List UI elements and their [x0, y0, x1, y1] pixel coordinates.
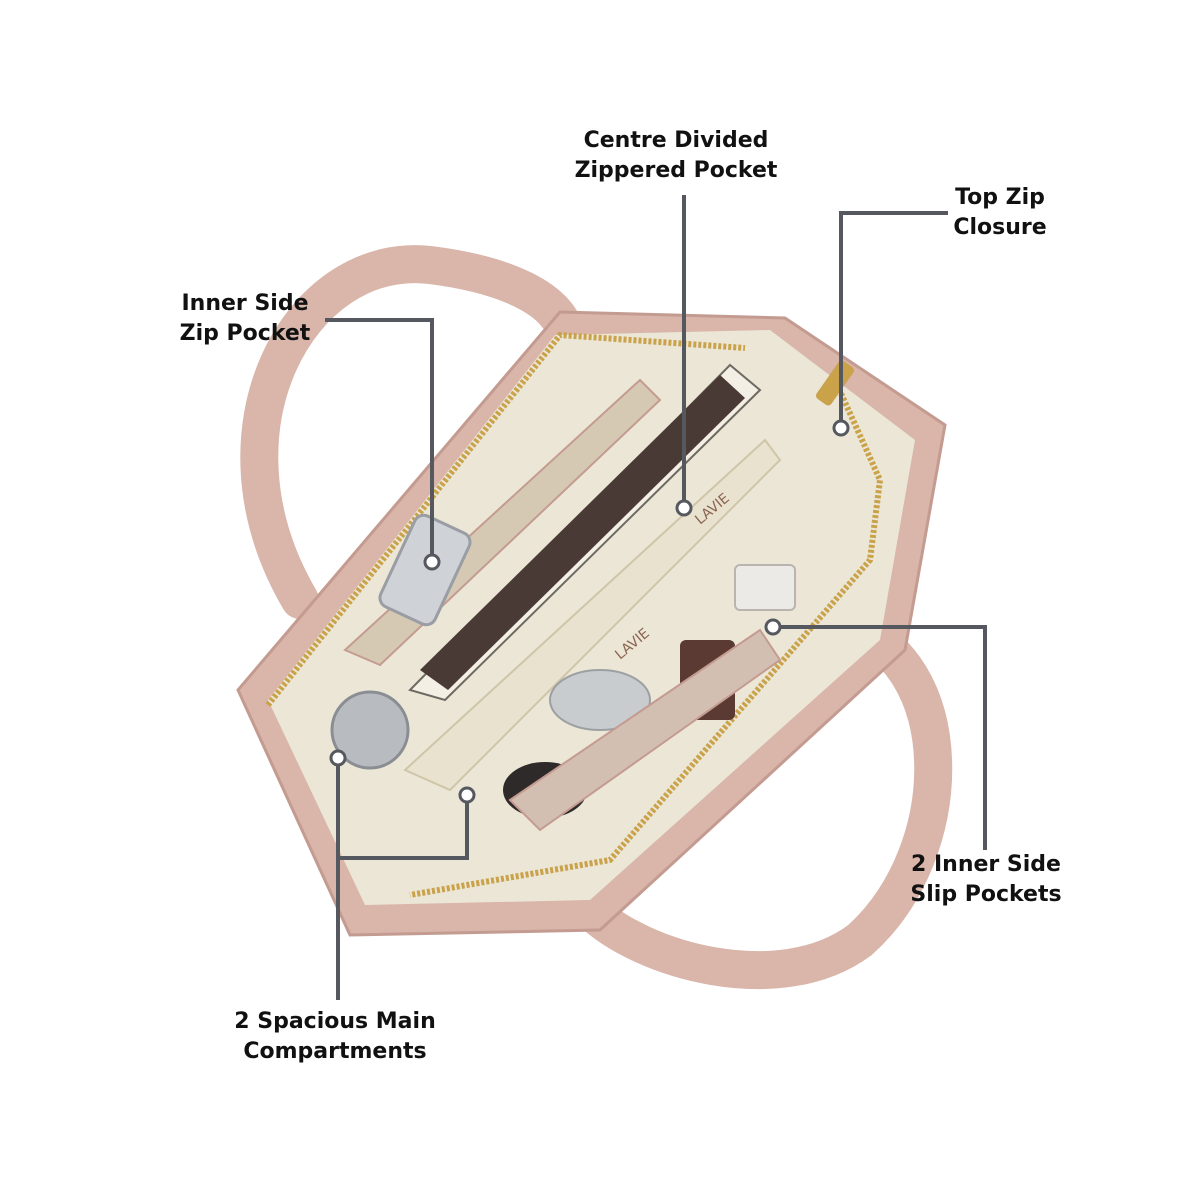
zip-pull — [816, 360, 854, 406]
dot-centre-pocket — [675, 499, 693, 517]
dot-inner-side-zip — [423, 553, 441, 571]
centre-pocket — [403, 438, 782, 792]
diary-cover — [420, 375, 745, 690]
slip-pocket — [508, 628, 782, 832]
callout-inner-side-zip: Inner Side Zip Pocket — [170, 289, 320, 349]
dot-main-compartment-1 — [329, 749, 347, 767]
phone — [378, 513, 472, 627]
callout-slip-pockets-line1: 2 Inner Side — [911, 852, 1061, 877]
jar — [549, 669, 651, 731]
callout-main-compartments-line1: 2 Spacious Main — [234, 1009, 436, 1034]
callout-top-zip-line2: Closure — [953, 215, 1047, 240]
leader-top-zip — [839, 211, 948, 428]
callout-centre-pocket-line2: Zippered Pocket — [574, 158, 778, 183]
dot-slip-pockets — [764, 618, 782, 636]
top-handle — [240, 245, 584, 619]
charger — [734, 564, 796, 611]
callout-centre-pocket-line1: Centre Divided — [583, 128, 769, 153]
callout-slip-pockets: 2 Inner Side Slip Pockets — [898, 850, 1074, 910]
dot-top-zip — [832, 419, 850, 437]
leader-lines — [325, 195, 987, 1000]
callout-inner-side-zip-line1: Inner Side — [181, 291, 309, 316]
leader-main-compartments-join — [338, 795, 469, 860]
callout-centre-pocket: Centre Divided Zippered Pocket — [560, 126, 792, 186]
top-zipper — [265, 331, 746, 707]
bottom-handle — [571, 606, 953, 989]
callout-inner-side-zip-line2: Zip Pocket — [179, 321, 311, 346]
leader-dots — [329, 419, 850, 804]
callout-top-zip-line1: Top Zip — [955, 185, 1045, 210]
water-bottle — [330, 690, 410, 770]
leader-slip-pockets — [773, 625, 987, 850]
side-zipper — [409, 378, 884, 898]
callout-slip-pockets-line2: Slip Pockets — [910, 882, 1062, 907]
callout-top-zip: Top Zip Closure — [940, 183, 1060, 243]
leader-inner-side-zip — [325, 318, 434, 562]
callout-main-compartments: 2 Spacious Main Compartments — [220, 1007, 450, 1067]
dot-main-compartment-2 — [458, 786, 476, 804]
callout-main-compartments-line2: Compartments — [243, 1039, 427, 1064]
